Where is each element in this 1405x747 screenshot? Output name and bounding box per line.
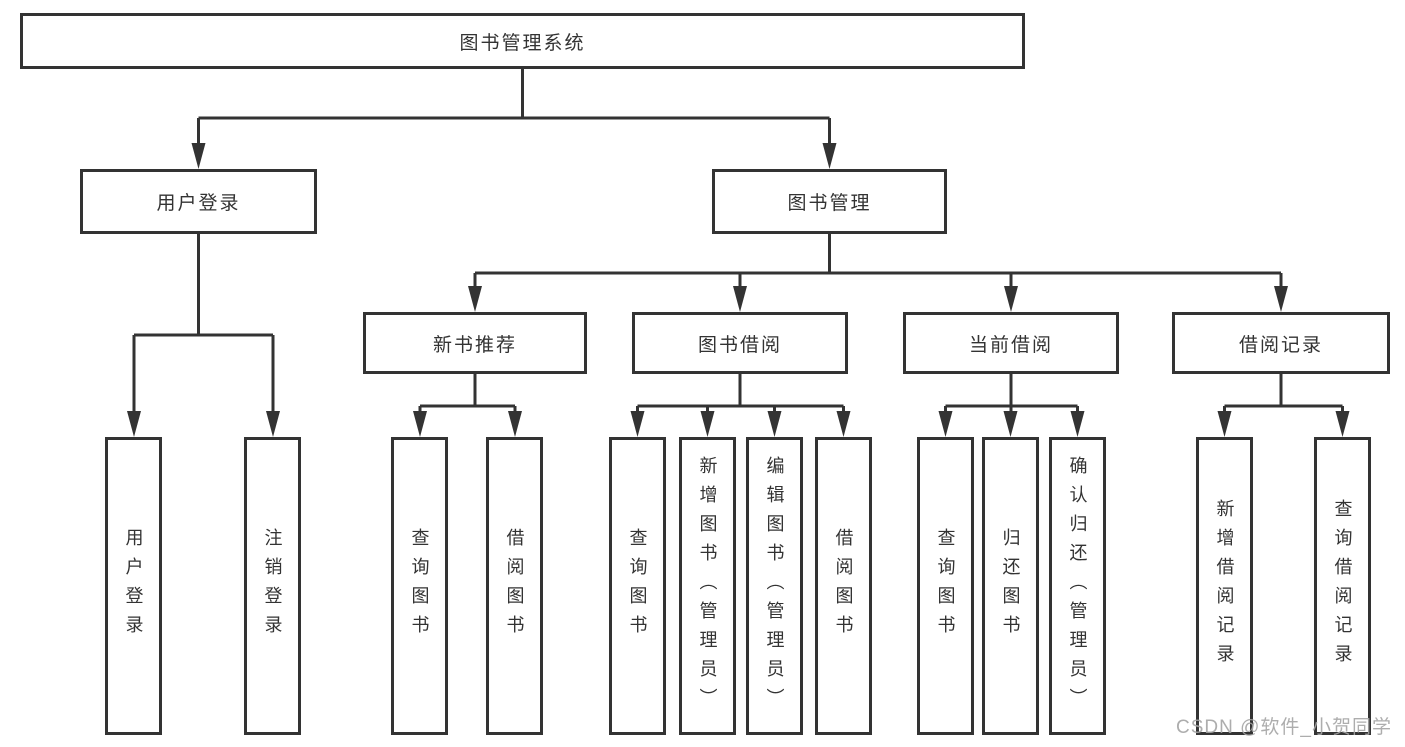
leaf-label: 查询借阅记录 [1332, 499, 1353, 673]
leaf-confirm-return-admin: 确认归还（管理员） [1049, 437, 1106, 735]
connector-root-to-level2 [191, 69, 837, 169]
arrowhead [1070, 411, 1085, 437]
node-label: 图书管理 [787, 193, 872, 214]
node-label: 图书管理系统 [459, 32, 586, 54]
leaf-add-books-admin: 新增图书（管理员） [679, 437, 736, 735]
leaf-label: 查询图书 [627, 528, 648, 644]
arrowhead [413, 411, 427, 437]
leaf-label: 查询图书 [409, 528, 430, 644]
node-book-management: 图书管理 [712, 169, 947, 234]
leaf-edit-books-admin: 编辑图书（管理员） [746, 437, 803, 735]
arrowhead [836, 411, 851, 437]
arrowhead [1335, 411, 1350, 437]
node-label: 借阅记录 [1238, 334, 1323, 356]
leaf-user-login: 用户登录 [105, 437, 162, 735]
arrowhead [191, 143, 206, 169]
connector-new-book-children [413, 374, 522, 437]
leaf-borrow-books-recommend: 借阅图书 [486, 437, 543, 735]
leaf-label: 归还图书 [1000, 528, 1021, 644]
arrowhead [1217, 411, 1232, 437]
node-book-borrowing: 图书借阅 [632, 312, 848, 374]
arrowhead [630, 411, 645, 437]
arrowhead [767, 411, 782, 437]
node-current-borrowing: 当前借阅 [903, 312, 1119, 374]
connector-borrow-record-children [1217, 374, 1350, 437]
leaf-label: 确认归还（管理员） [1067, 455, 1088, 717]
arrowhead [127, 411, 141, 437]
arrowhead [1003, 411, 1018, 437]
leaf-logout: 注销登录 [244, 437, 301, 735]
leaf-label: 借阅图书 [504, 528, 525, 644]
csdn-watermark: CSDN @软件_小贺同学 [1176, 717, 1392, 738]
node-label: 新书推荐 [432, 334, 517, 356]
arrowhead [1274, 286, 1288, 312]
leaf-add-borrow-record: 新增借阅记录 [1196, 437, 1253, 735]
leaf-label: 用户登录 [123, 528, 144, 644]
leaf-label: 编辑图书（管理员） [764, 455, 785, 717]
arrowhead [508, 411, 522, 437]
leaf-query-books-current: 查询图书 [917, 437, 974, 735]
arrowhead [938, 411, 953, 437]
connector-user-login-children [127, 234, 280, 437]
leaf-query-borrow-record: 查询借阅记录 [1314, 437, 1371, 735]
arrowhead [733, 286, 747, 312]
leaf-label: 借阅图书 [833, 528, 854, 644]
leaf-label: 新增图书（管理员） [697, 455, 718, 717]
node-label: 当前借阅 [968, 334, 1053, 356]
leaf-query-books-borrow: 查询图书 [609, 437, 666, 735]
arrowhead [1004, 286, 1018, 312]
leaf-borrow-books: 借阅图书 [815, 437, 872, 735]
leaf-label: 查询图书 [935, 528, 956, 644]
connector-book-borrow-children [630, 374, 851, 437]
node-borrowing-records: 借阅记录 [1172, 312, 1390, 374]
leaf-label: 新增借阅记录 [1214, 499, 1235, 673]
leaf-return-books: 归还图书 [982, 437, 1039, 735]
node-label: 用户登录 [156, 193, 241, 214]
leaf-label: 注销登录 [262, 528, 283, 644]
arrowhead [468, 286, 482, 312]
arrowhead [266, 411, 280, 437]
connector-book-mgmt-to-level3 [468, 233, 1288, 312]
leaf-query-books-recommend: 查询图书 [391, 437, 448, 735]
arrowhead [822, 143, 837, 169]
node-label: 图书借阅 [697, 334, 782, 356]
node-user-login: 用户登录 [80, 169, 317, 234]
node-new-book-recommendation: 新书推荐 [363, 312, 587, 374]
connector-current-borrow-children [938, 374, 1085, 437]
node-library-management-system: 图书管理系统 [20, 13, 1025, 69]
arrowhead [700, 411, 715, 437]
